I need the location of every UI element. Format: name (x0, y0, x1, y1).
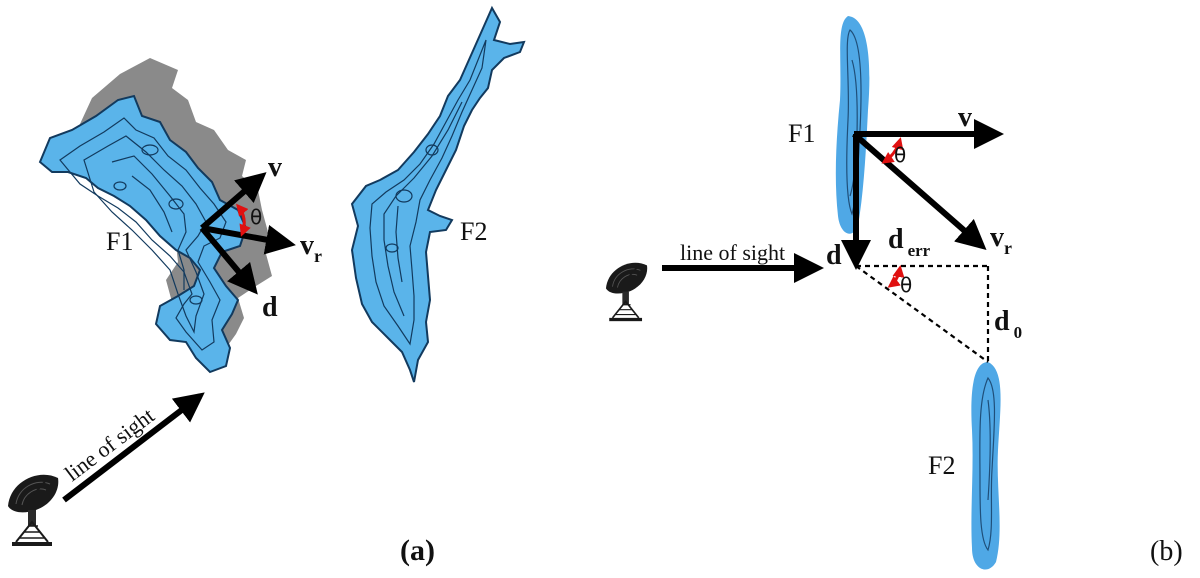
label-line-of-sight: line of sight (60, 403, 159, 486)
label-vr: vr (300, 230, 322, 266)
label-d-b: d (826, 240, 842, 271)
label-f1-b: F1 (788, 119, 815, 148)
vector-vr-arrow-b (852, 131, 987, 250)
radio-telescope-icon-b (605, 261, 649, 322)
vector-d-arrow (199, 226, 258, 295)
vector-v-arrow (200, 172, 267, 231)
filament-f1-shape (38, 94, 248, 374)
filament-f2-shape-b (971, 362, 1001, 570)
radio-telescope-icon (7, 473, 60, 547)
label-vr-b: vr (990, 222, 1012, 258)
label-theta-bottom: θ (900, 273, 912, 297)
label-theta-top: θ (894, 143, 906, 167)
label-d: d (262, 292, 278, 323)
label-f2-b: F2 (928, 451, 955, 480)
label-line-of-sight-b: line of sight (680, 240, 785, 265)
filament-f1-shape-b (835, 16, 870, 234)
filament-f2-contours (369, 39, 487, 346)
angle-arc-b-bottom (887, 265, 905, 288)
error-triangle (855, 264, 990, 363)
label-panel-b: (b) (1150, 536, 1183, 567)
label-theta: θ (250, 205, 262, 229)
label-panel-a: (a) (400, 534, 435, 567)
label-f1: F1 (106, 227, 133, 256)
filament-f2-shape (350, 5, 526, 383)
filament-f2-contours-b (979, 376, 996, 552)
label-f2: F2 (460, 217, 487, 246)
label-v-b: v (958, 102, 972, 133)
angle-arc-b-top (881, 137, 904, 164)
label-v: v (268, 152, 282, 183)
filament-f1-contours (59, 117, 227, 351)
angle-arc (236, 203, 251, 237)
panel-a: F1 F2 v vr d θ line of sight (a) (7, 5, 526, 567)
line-of-sight-arrow (62, 392, 205, 503)
